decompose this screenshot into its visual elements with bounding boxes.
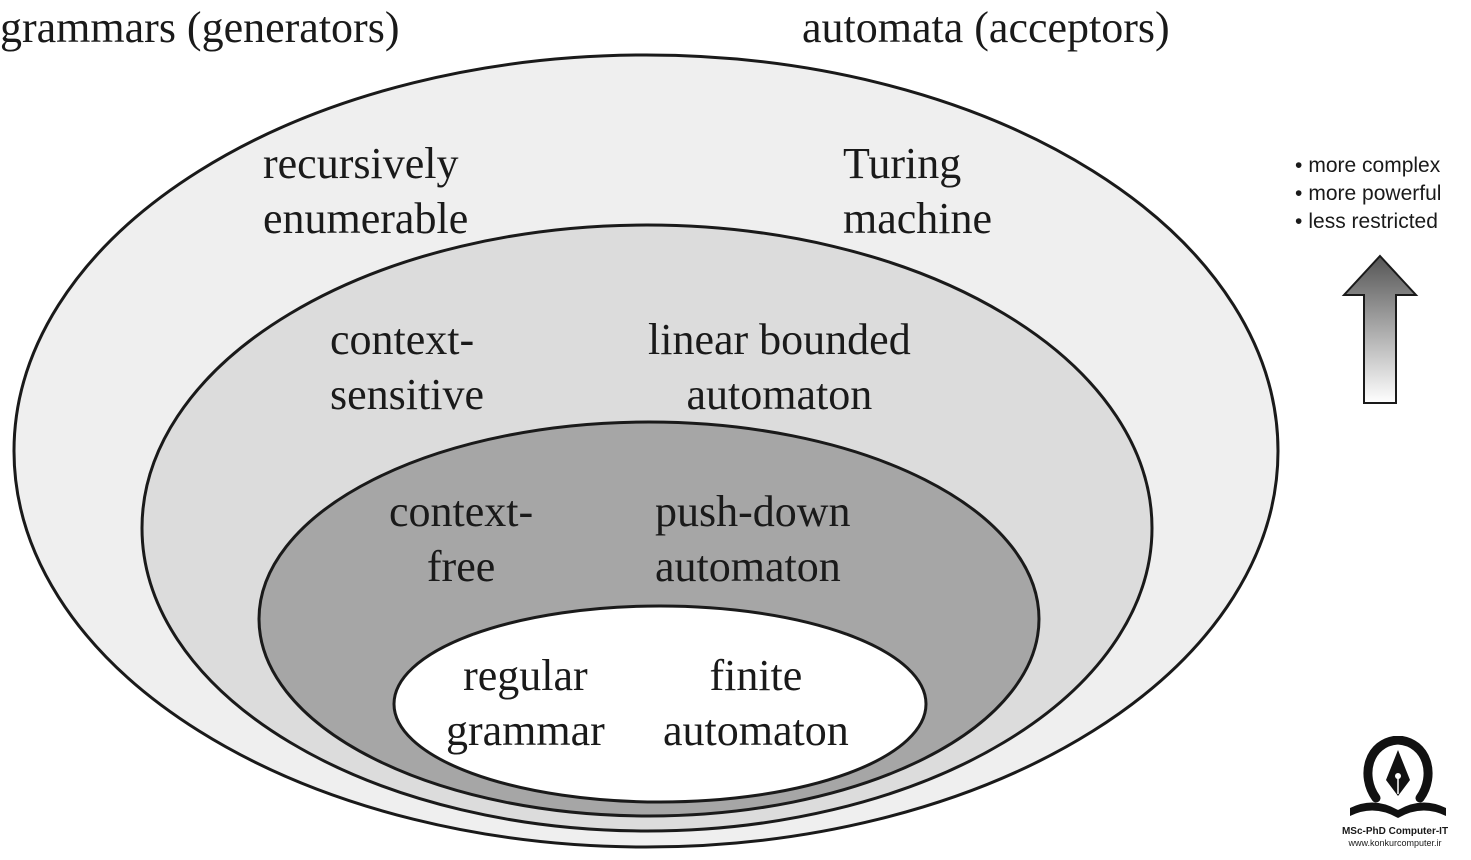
label-turing-machine: Turing machine <box>843 139 993 243</box>
pen-nib-book-logo-icon <box>1350 736 1446 818</box>
label-context-sensitive: context- sensitive <box>330 315 484 419</box>
legend-item: more powerful <box>1295 180 1441 208</box>
grammars-column-heading: grammars (generators) <box>0 3 400 52</box>
watermark-url: www.konkurcomputer.ir <box>1348 838 1442 848</box>
legend-item: more complex <box>1295 152 1441 180</box>
complexity-legend: more complex more powerful less restrict… <box>1295 152 1441 236</box>
label-linear-bounded-automaton: linear bounded automaton <box>648 315 911 419</box>
ellipse-regular <box>392 604 928 804</box>
label-context-free: context- free <box>389 487 534 591</box>
up-arrow-icon <box>1341 254 1419 404</box>
label-finite-automaton: finite automaton <box>663 651 849 755</box>
label-recursively-enumerable: recursively enumerable <box>263 139 469 243</box>
label-push-down-automaton: push-down automaton <box>655 487 851 591</box>
label-regular-grammar: regular grammar <box>446 651 605 755</box>
automata-column-heading: automata (acceptors) <box>802 3 1170 52</box>
watermark-title: MSc-PhD Computer-IT <box>1341 826 1449 837</box>
legend-item: less restricted <box>1295 208 1441 236</box>
